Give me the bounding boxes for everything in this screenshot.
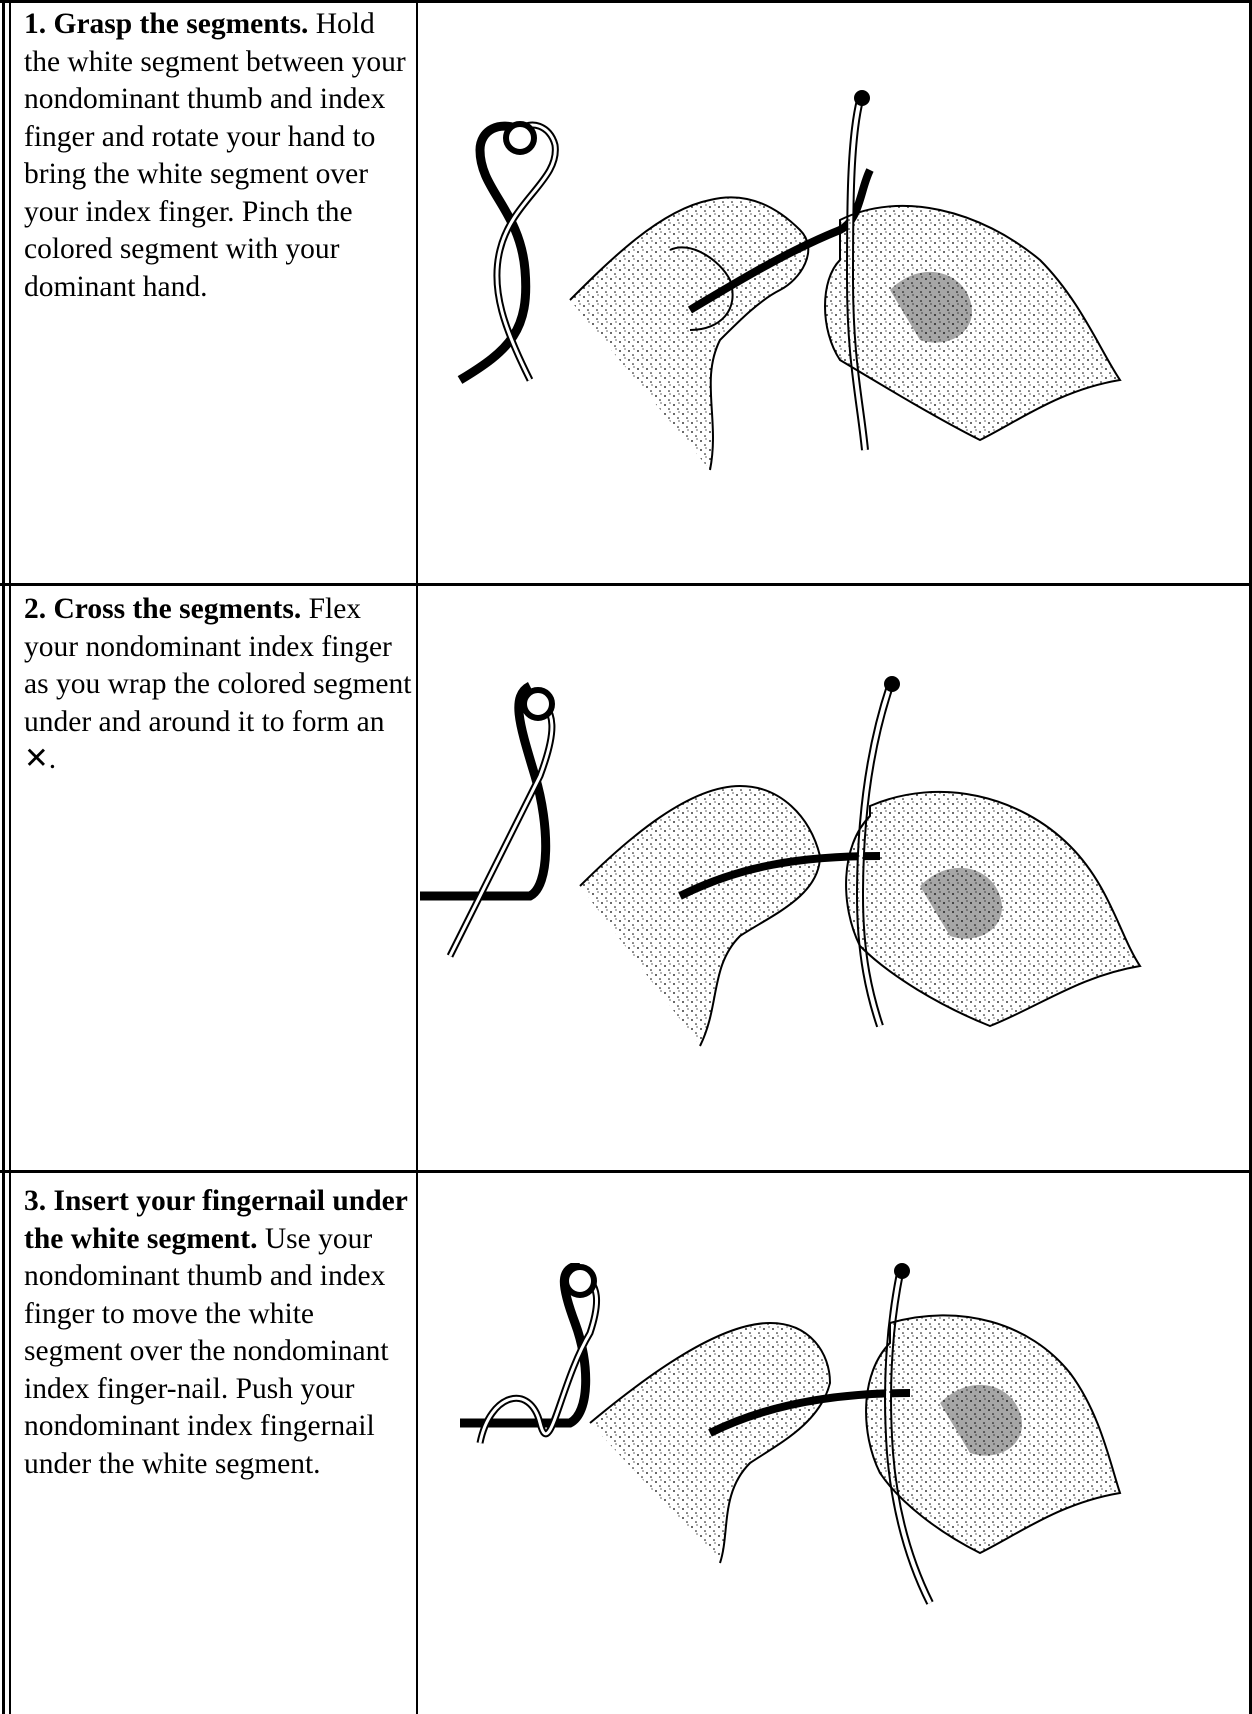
step-3-illustration bbox=[420, 1263, 1240, 1683]
step-2-illustration bbox=[420, 666, 1240, 1106]
step-2-title: 2. Cross the segments. bbox=[24, 593, 301, 625]
step-1-title: 1. Grasp the segments. bbox=[24, 8, 308, 40]
step-1-body: Hold the white segment between your nond… bbox=[24, 8, 406, 303]
knot-hands-illustration-1 bbox=[420, 60, 1220, 500]
step-2-text: 2. Cross the segments. Flex your nondomi… bbox=[24, 591, 416, 779]
step-1-illustration bbox=[420, 60, 1220, 500]
step-row-2: 2. Cross the segments. Flex your nondomi… bbox=[0, 586, 1252, 1170]
step-1-text: 1. Grasp the segments. Hold the white se… bbox=[24, 6, 416, 306]
step-row-3: 3. Insert your fingernail under the whit… bbox=[0, 1173, 1252, 1714]
knot-hands-illustration-2 bbox=[420, 666, 1240, 1106]
step-3-text: 3. Insert your fingernail under the whit… bbox=[24, 1183, 416, 1483]
knot-hands-illustration-3 bbox=[420, 1263, 1240, 1683]
step-3-body: Use your nondominant thumb and index fin… bbox=[24, 1223, 389, 1480]
step-row-1: 1. Grasp the segments. Hold the white se… bbox=[0, 0, 1252, 583]
